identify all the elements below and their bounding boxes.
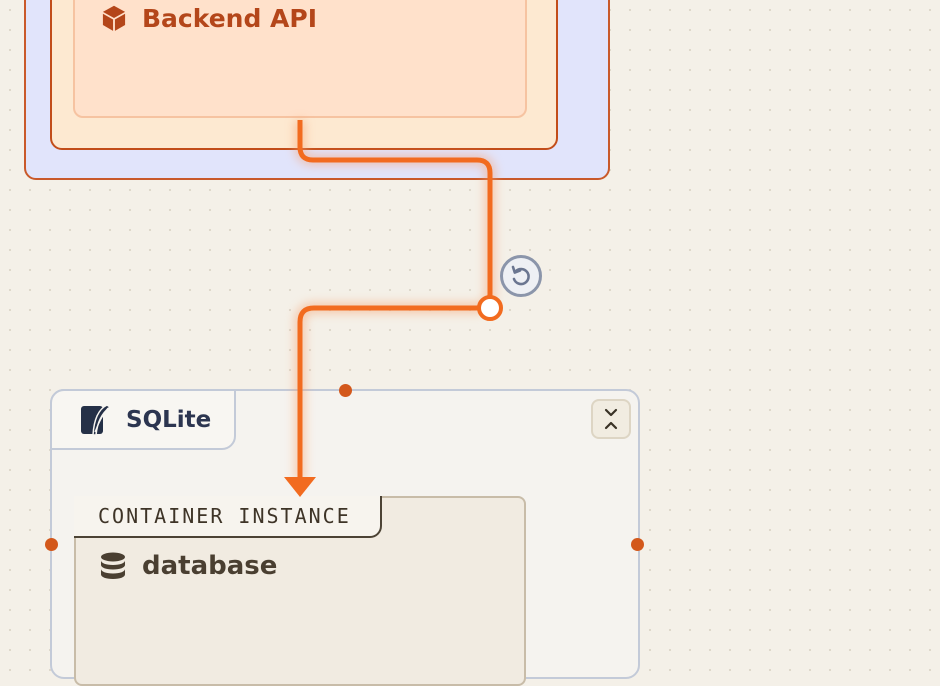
sqlite-group-tab[interactable]: SQLite xyxy=(50,389,236,450)
rotate-icon xyxy=(511,265,530,286)
backend-api-node-body xyxy=(73,0,527,118)
connection-handle-left[interactable] xyxy=(45,538,58,551)
database-icon xyxy=(101,552,125,579)
sqlite-feather-icon xyxy=(81,403,112,436)
container-instance-tag: CONTAINER INSTANCE xyxy=(74,496,382,538)
connection-handle-top[interactable] xyxy=(339,384,352,397)
backend-api-title: Backend API xyxy=(142,3,318,33)
connection-handle-right[interactable] xyxy=(631,538,644,551)
database-title-row: database xyxy=(100,548,277,584)
cube-icon xyxy=(102,5,126,31)
collapse-icon xyxy=(604,408,618,430)
database-title: database xyxy=(142,551,278,581)
edge-midpoint-handle xyxy=(477,295,503,321)
rotate-edge-button[interactable] xyxy=(500,255,542,297)
sqlite-group-label: SQLite xyxy=(126,406,212,433)
collapse-button[interactable] xyxy=(591,399,631,439)
backend-api-title-row: Backend API xyxy=(100,2,317,34)
